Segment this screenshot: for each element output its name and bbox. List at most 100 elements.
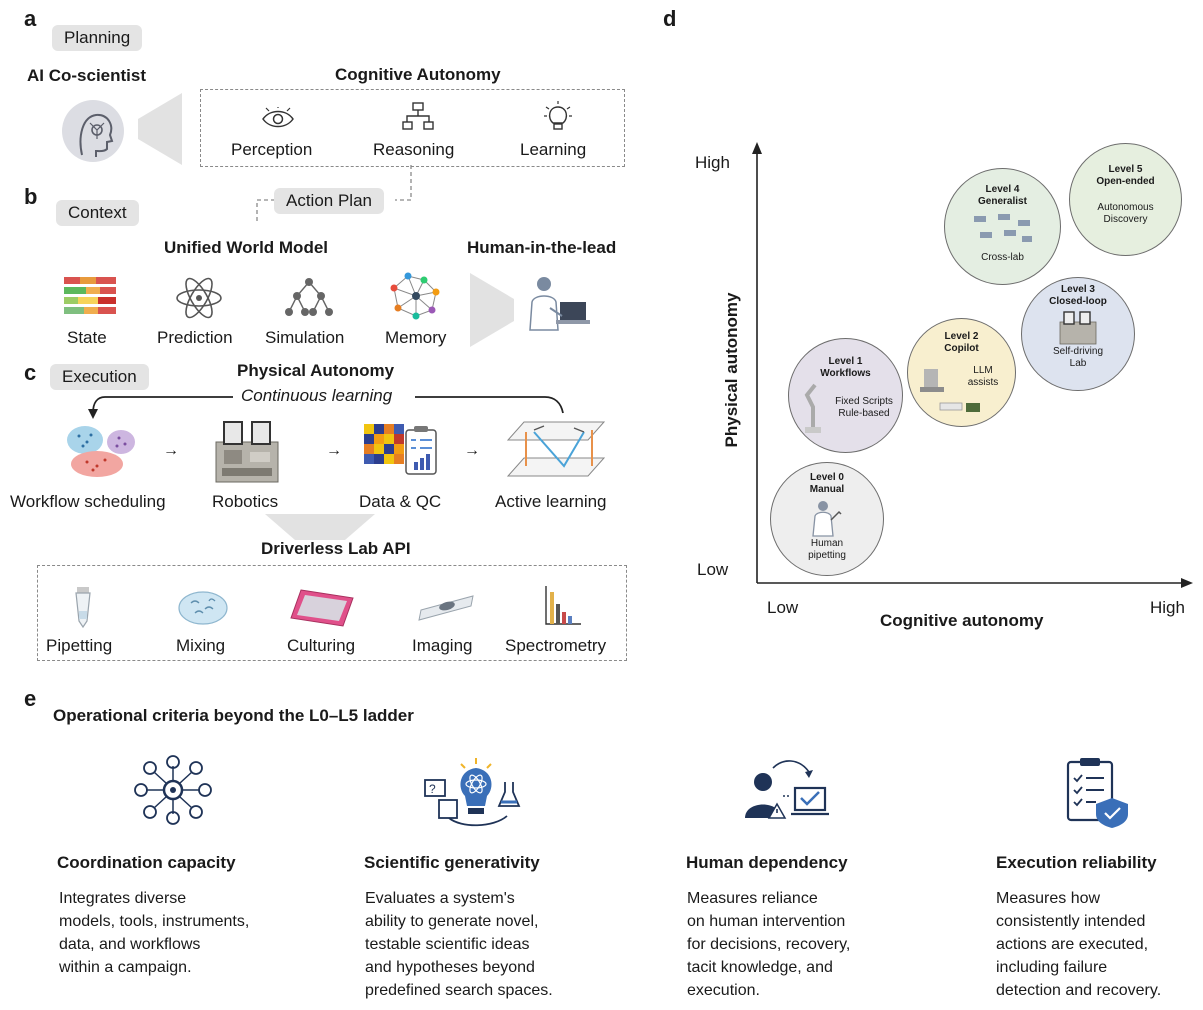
level-3-desc: Self-driving Lab	[1052, 346, 1104, 369]
level-2-title: Level 2 Copilot	[944, 331, 979, 354]
level-0-title: Level 0 Manual	[809, 472, 845, 495]
workflow-scheduling-label: Workflow scheduling	[10, 492, 166, 511]
context-pill: Context	[56, 200, 139, 226]
spectrometry-label: Spectrometry	[505, 636, 607, 655]
level-0-circle: Level 0 Manual Human pipetting	[770, 462, 884, 576]
context-projection-beam	[470, 273, 514, 347]
idea-bulb-icon: ?	[424, 758, 521, 827]
active-learning-icon	[506, 421, 606, 477]
level-4-circle: Level 4 Generalist Cross-lab	[944, 168, 1061, 285]
level-0-scientist-icon	[812, 501, 842, 537]
panel-e-letter: e	[24, 686, 37, 711]
ai-coscientist-title: AI Co-scientist	[27, 66, 147, 85]
criterion-desc-human-dependency: Measures reliance on human intervention …	[687, 890, 851, 999]
state-bars-icon	[64, 277, 116, 314]
scheduling-blobs-icon	[67, 426, 135, 477]
active-learning-label: Active learning	[495, 492, 607, 511]
pipetting-label: Pipetting	[46, 636, 113, 655]
autonomy-axes	[752, 142, 1193, 588]
heatmap-clipboard-icon	[364, 424, 437, 475]
scientist-laptop-icon	[529, 277, 590, 331]
arrow-3: →	[464, 442, 480, 459]
driverless-lab-api-title: Driverless Lab API	[261, 539, 411, 558]
lightbulb-icon	[544, 101, 572, 130]
criterion-title-generativity: Scientific generativity	[364, 853, 540, 872]
api-funnel	[265, 514, 375, 540]
robotics-label: Robotics	[212, 492, 279, 511]
learning-label: Learning	[520, 140, 587, 159]
level-1-title: Level 1 Workflows	[820, 356, 871, 379]
operational-criteria-title: Operational criteria beyond the L0–L5 la…	[53, 706, 414, 725]
culturing-label: Culturing	[287, 636, 356, 655]
projection-beam	[138, 93, 182, 165]
panel-d-letter: d	[663, 6, 677, 31]
checklist-shield-icon	[1066, 758, 1128, 828]
level-2-circle: Level 2 Copilot LLM assists	[907, 318, 1016, 427]
reasoning-label: Reasoning	[373, 140, 455, 159]
mixing-label: Mixing	[176, 636, 226, 655]
x-axis-label: Cognitive autonomy	[880, 611, 1044, 630]
pipette-tube-icon	[75, 587, 91, 629]
criterion-desc-generativity: Evaluates a system's ability to generate…	[365, 890, 553, 999]
level-1-robot-arm-icon	[804, 383, 821, 433]
cognitive-autonomy-title: Cognitive Autonomy	[335, 65, 501, 84]
arrow-1: →	[163, 442, 179, 459]
imaging-label: Imaging	[412, 636, 473, 655]
level-1-desc: Fixed Scripts Rule-based	[835, 396, 893, 419]
level-5-desc: Autonomous Discovery	[1097, 202, 1154, 225]
ai-head-icon	[62, 100, 124, 162]
state-label: State	[67, 328, 107, 347]
level-3-title: Level 3 Closed-loop	[1049, 284, 1107, 307]
flowchart-icon	[402, 102, 434, 130]
perception-label: Perception	[231, 140, 313, 159]
spectrum-bars-icon	[545, 586, 581, 625]
y-low-label: Low	[697, 560, 729, 579]
level-4-desc: Cross-lab	[981, 252, 1024, 263]
human-in-the-lead-title: Human-in-the-lead	[467, 238, 617, 257]
level-1-circle: Level 1 Workflows Fixed Scripts Rule-bas…	[788, 338, 903, 453]
cognitive-autonomy-box	[200, 89, 625, 167]
user-computer-icon	[745, 760, 829, 819]
level-3-lab-icon	[1059, 311, 1097, 345]
x-high-label: High	[1150, 598, 1185, 617]
microscope-slide-icon	[418, 595, 474, 621]
y-axis-label: Physical autonomy	[722, 292, 741, 448]
criterion-title-coordination: Coordination capacity	[57, 853, 236, 872]
panel-c-letter: c	[24, 360, 37, 385]
level-4-title: Level 4 Generalist	[978, 184, 1027, 207]
x-low-label: Low	[767, 598, 799, 617]
level-3-circle: Level 3 Closed-loop Self-driving Lab	[1021, 277, 1135, 391]
culture-plate-icon	[290, 589, 354, 627]
y-high-label: High	[695, 153, 730, 172]
api-box	[37, 565, 627, 661]
continuous-learning-label: Continuous learning	[241, 386, 393, 405]
panel-b-letter: b	[24, 184, 38, 209]
arrow-2: →	[326, 442, 342, 459]
eye-icon	[262, 107, 294, 128]
prediction-label: Prediction	[157, 328, 233, 347]
svg-text:?: ?	[429, 782, 436, 796]
memory-network-icon	[390, 272, 440, 320]
physical-autonomy-title: Physical Autonomy	[237, 361, 395, 380]
action-plan-pill: Action Plan	[274, 188, 384, 214]
petri-dish-icon	[178, 591, 228, 625]
data-qc-label: Data & QC	[359, 492, 442, 511]
memory-label: Memory	[385, 328, 447, 347]
criterion-desc-reliability: Measures how consistently intended actio…	[996, 890, 1162, 999]
criterion-title-human-dependency: Human dependency	[686, 853, 848, 872]
action-plan-connector	[256, 165, 412, 223]
robotics-lab-icon	[215, 421, 279, 483]
level-2-desc: LLM assists	[967, 365, 999, 388]
criterion-desc-coordination: Integrates diverse models, tools, instru…	[59, 890, 250, 976]
level-5-circle: Level 5 Open-ended Autonomous Discovery	[1069, 143, 1182, 256]
planning-pill: Planning	[52, 25, 143, 51]
simulation-label: Simulation	[265, 328, 345, 347]
atom-icon	[176, 277, 222, 319]
continuous-learning-arrow	[88, 396, 564, 419]
level-4-labs-icon	[973, 214, 1032, 242]
criterion-title-reliability: Execution reliability	[996, 853, 1157, 872]
execution-pill: Execution	[50, 364, 149, 390]
unified-world-model-title: Unified World Model	[164, 238, 329, 257]
panel-a-letter: a	[24, 6, 37, 31]
tree-graph-icon	[285, 278, 333, 316]
